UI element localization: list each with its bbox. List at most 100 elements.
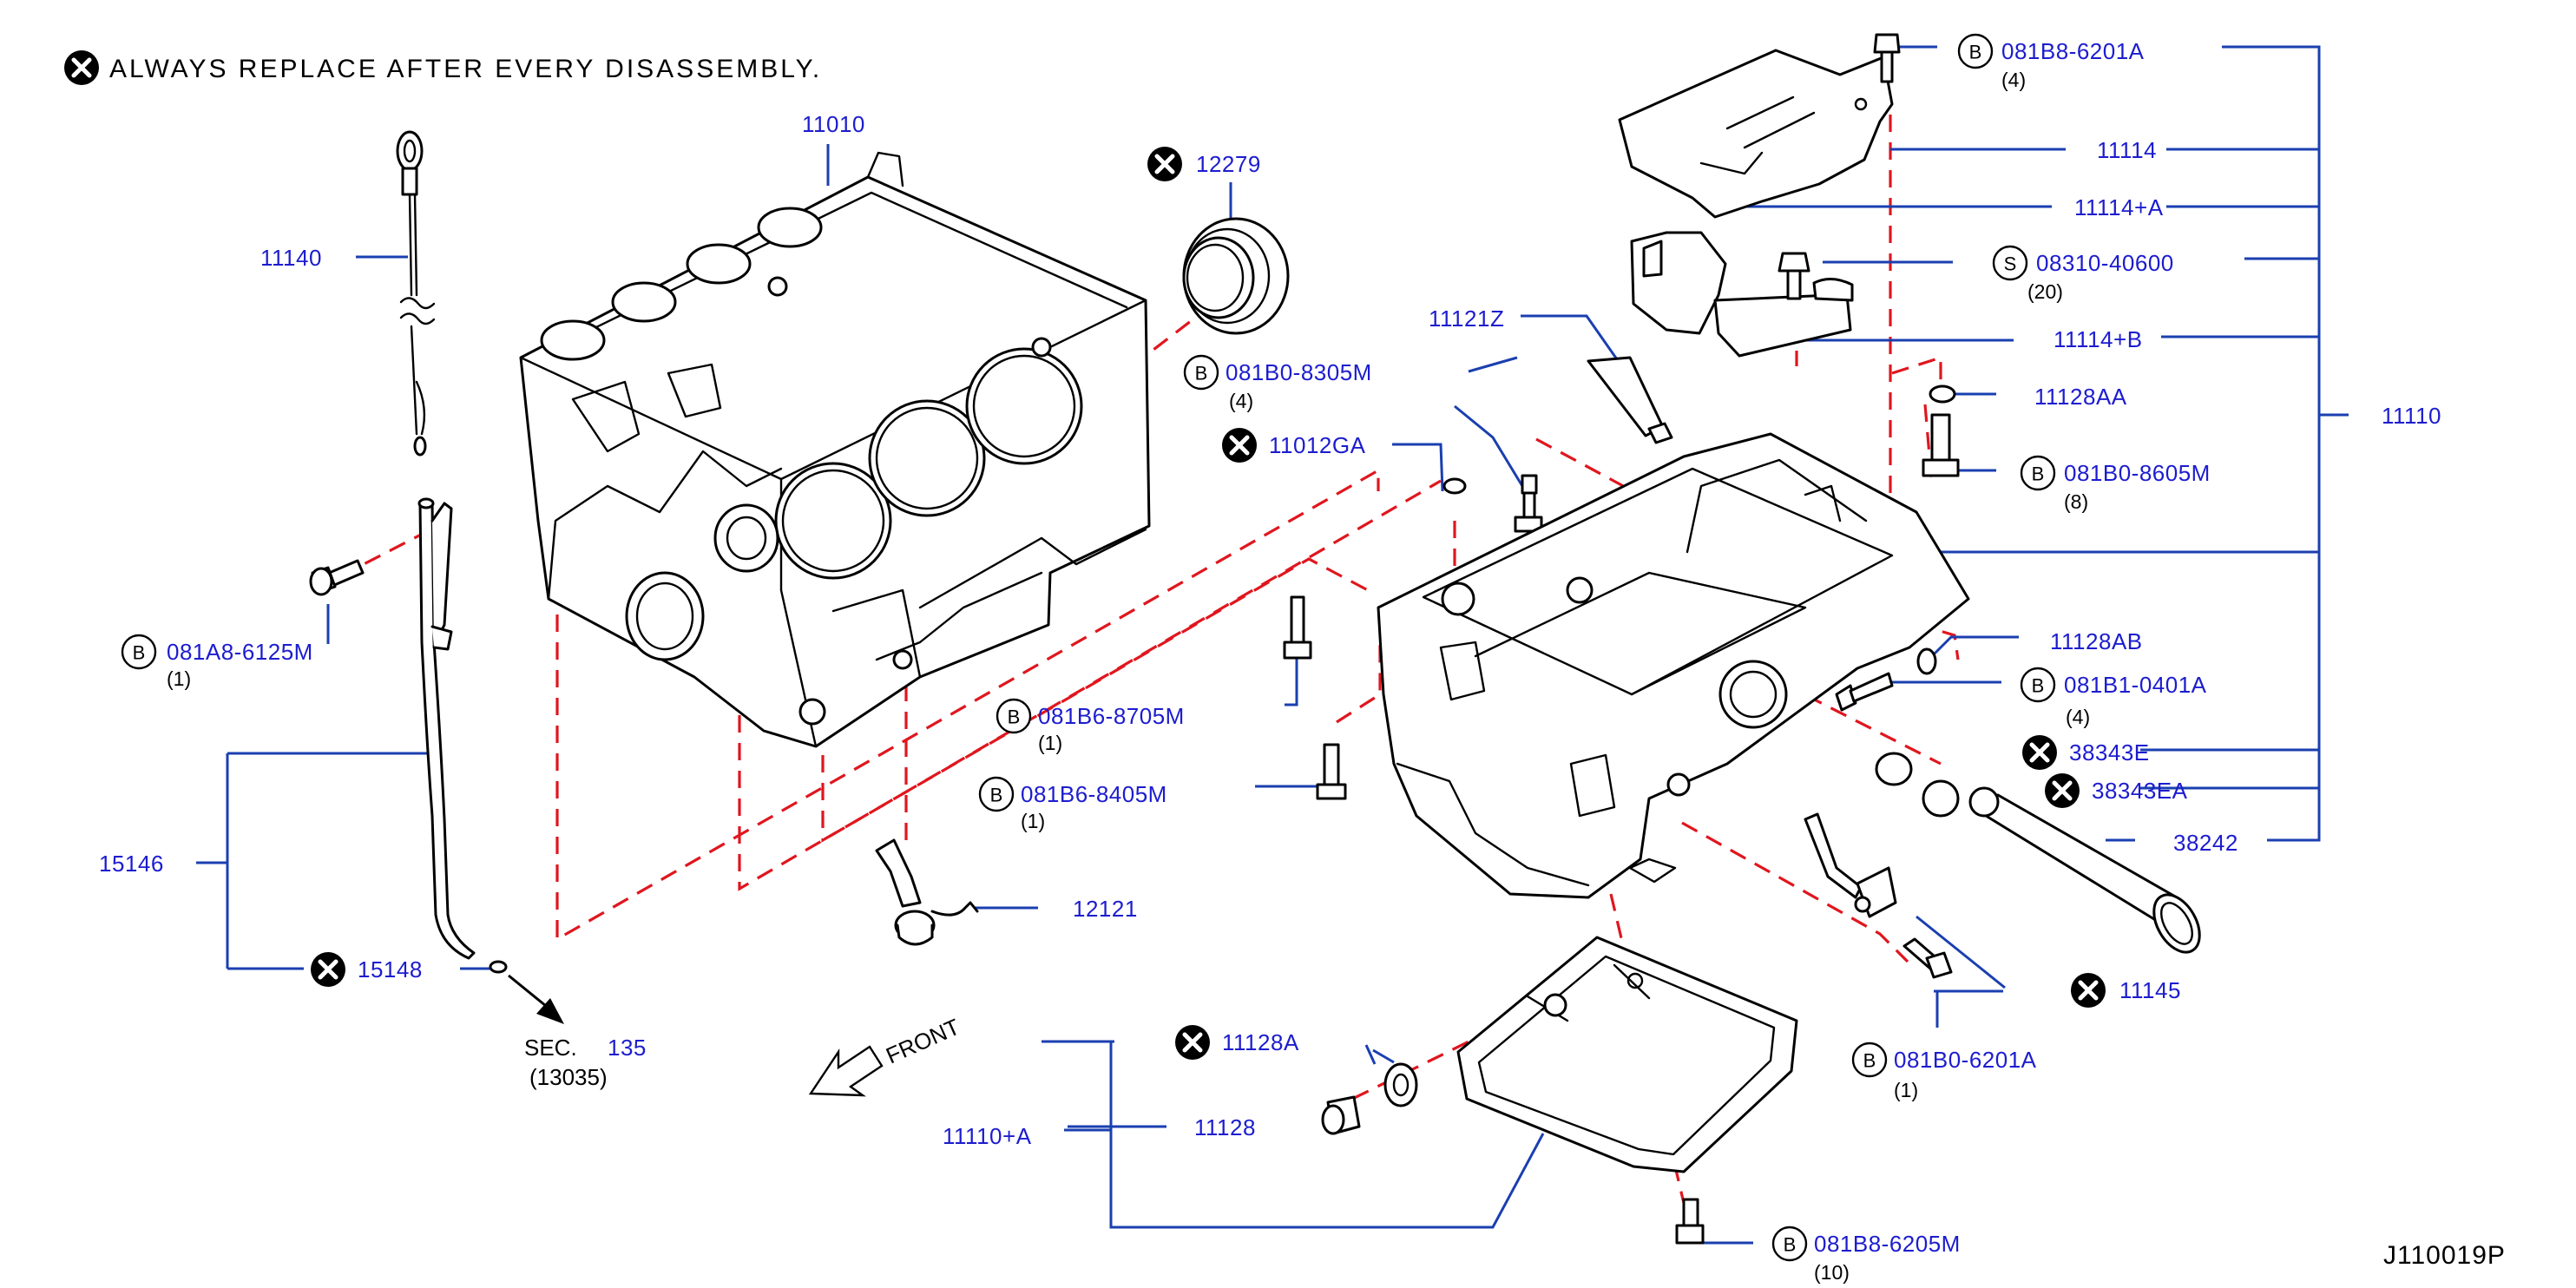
part-label-081a8-6125m[interactable]: B 081A8-6125M(1)	[121, 634, 313, 690]
part-number[interactable]: 38242	[2173, 830, 2238, 856]
section-number[interactable]: 135	[608, 1035, 647, 1061]
dipstick-guide-drawing	[417, 497, 508, 974]
part-label-11121z[interactable]: 11121Z	[1429, 306, 1504, 332]
drain-plug-drawing	[1321, 1095, 1361, 1135]
washer-11128ab-drawing	[1916, 647, 1937, 675]
part-label-11012ga[interactable]: 11012GA	[1222, 428, 1366, 463]
o-ring-38343e-drawing	[1875, 752, 1913, 786]
part-number[interactable]: 15148	[358, 956, 423, 982]
part-label-12121[interactable]: 12121	[1073, 896, 1138, 922]
part-label-11010[interactable]: 11010	[802, 111, 865, 137]
part-label-11114-b[interactable]: 11114+B	[2054, 326, 2143, 352]
part-label-15148[interactable]: 15148	[311, 952, 423, 987]
circle-b-icon: B	[1183, 354, 1219, 391]
part-number[interactable]: 11110+A	[943, 1123, 1032, 1149]
part-quantity: (20)	[2027, 280, 2063, 303]
part-label-38343ea[interactable]: 38343EA	[2045, 773, 2188, 808]
part-label-11110-a[interactable]: 11110+A	[943, 1123, 1032, 1149]
circle-letter: B	[1008, 706, 1021, 728]
part-number[interactable]: 11110	[2382, 403, 2441, 429]
baffle-plate-drawing	[1618, 49, 1894, 219]
part-label-081b6-8405m[interactable]: B 081B6-8405M (1)	[978, 776, 1167, 832]
x-circle-icon	[1222, 428, 1257, 463]
bolt-081B8-6201A-drawing	[1873, 33, 1901, 83]
part-number[interactable]: 081A8-6125M	[167, 639, 313, 665]
part-label-11114-a[interactable]: 11114+A	[2074, 194, 2164, 220]
part-label-38343e[interactable]: 38343E	[2022, 735, 2150, 770]
part-number[interactable]: 11012GA	[1269, 432, 1366, 458]
replace-note-text: ALWAYS REPLACE AFTER EVERY DISASSEMBLY.	[109, 55, 822, 83]
part-number[interactable]: 081B6-8405M	[1021, 781, 1167, 807]
part-label-11128ab[interactable]: 11128AB	[2050, 628, 2143, 654]
part-number[interactable]: 11010	[802, 111, 865, 137]
diagram-id: J110019P	[2383, 1241, 2506, 1270]
part-number[interactable]: 08310-40600	[2036, 250, 2174, 276]
part-number[interactable]: 12121	[1073, 896, 1138, 922]
part-number[interactable]: 11114+A	[2074, 194, 2164, 220]
circle-b-icon: B	[1851, 1042, 1888, 1078]
part-label-11114[interactable]: 11114	[2097, 137, 2157, 163]
part-number[interactable]: 38343EA	[2092, 778, 2188, 804]
o-ring-38343ea-drawing	[1922, 779, 1960, 818]
tube-38242-drawing	[1968, 786, 2201, 954]
part-number[interactable]: 11128AA	[2034, 384, 2127, 410]
washer-11128a-drawing	[1383, 1062, 1418, 1107]
bolt-08310-drawing	[1778, 252, 1810, 300]
part-label-15146[interactable]: 15146	[99, 851, 164, 877]
upper-oil-pan-drawing	[1377, 432, 1970, 899]
part-number[interactable]: 081B1-0401A	[2064, 672, 2207, 698]
dipstick-drawing	[396, 130, 436, 457]
part-label-11110[interactable]: 11110	[2382, 403, 2441, 429]
part-label-12279[interactable]: 12279	[1147, 147, 1261, 181]
part-quantity: (1)	[167, 667, 191, 690]
part-quantity: (4)	[2001, 69, 2026, 91]
circle-b-icon: B	[121, 634, 157, 670]
part-number[interactable]: 081B6-8705M	[1038, 703, 1185, 729]
part-label-11128[interactable]: 11128	[1194, 1114, 1256, 1140]
part-quantity: (1)	[1021, 810, 1045, 832]
part-number[interactable]: 081B0-8605M	[2064, 460, 2211, 486]
x-circle-icon	[311, 952, 345, 987]
part-number[interactable]: 081B8-6201A	[2001, 38, 2145, 64]
part-label-11140[interactable]: 11140	[260, 245, 322, 271]
part-number[interactable]: 081B0-6201A	[1894, 1047, 2037, 1073]
part-label-11128aa[interactable]: 11128AA	[2034, 384, 2127, 410]
part-number[interactable]: 081B0-8305M	[1226, 359, 1372, 385]
circle-letter: B	[990, 785, 1003, 806]
x-circle-icon	[2022, 735, 2057, 770]
part-number[interactable]: 11128AB	[2050, 628, 2143, 654]
part-label-081b0-8305m[interactable]: B 081B0-8305M (4)	[1183, 354, 1372, 412]
part-number[interactable]: 11140	[260, 245, 322, 271]
circle-letter: B	[2032, 463, 2045, 485]
part-number[interactable]: 11128A	[1222, 1029, 1299, 1055]
part-number[interactable]: 11145	[2119, 977, 2181, 1003]
x-circle-icon	[2045, 773, 2080, 808]
part-number[interactable]: 15146	[99, 851, 164, 877]
knock-sensor-drawing	[875, 838, 979, 946]
leader-lines	[196, 45, 2349, 1245]
part-number[interactable]: 11114	[2097, 137, 2157, 163]
part-quantity: (1)	[1894, 1079, 1918, 1101]
part-number[interactable]: 11121Z	[1429, 306, 1504, 332]
part-number[interactable]: 12279	[1196, 151, 1261, 177]
part-number[interactable]: 38343E	[2069, 739, 2150, 766]
part-number[interactable]: 081B8-6205M	[1814, 1231, 1961, 1257]
part-label-11128a[interactable]: 11128A	[1175, 1025, 1299, 1060]
part-quantity: (4)	[1229, 390, 1253, 412]
part-label-11145[interactable]: 11145	[2071, 973, 2181, 1008]
oil-strainer-drawing	[1630, 231, 1854, 358]
circle-s-icon: S	[1992, 245, 2028, 281]
part-number[interactable]: 11128	[1194, 1114, 1256, 1140]
part-quantity: (10)	[1814, 1261, 1850, 1284]
part-label-08310-40600[interactable]: S 08310-40600 (20)	[1992, 245, 2174, 303]
part-number[interactable]: 11114+B	[2054, 326, 2143, 352]
part-label-38242[interactable]: 38242	[2173, 830, 2238, 856]
